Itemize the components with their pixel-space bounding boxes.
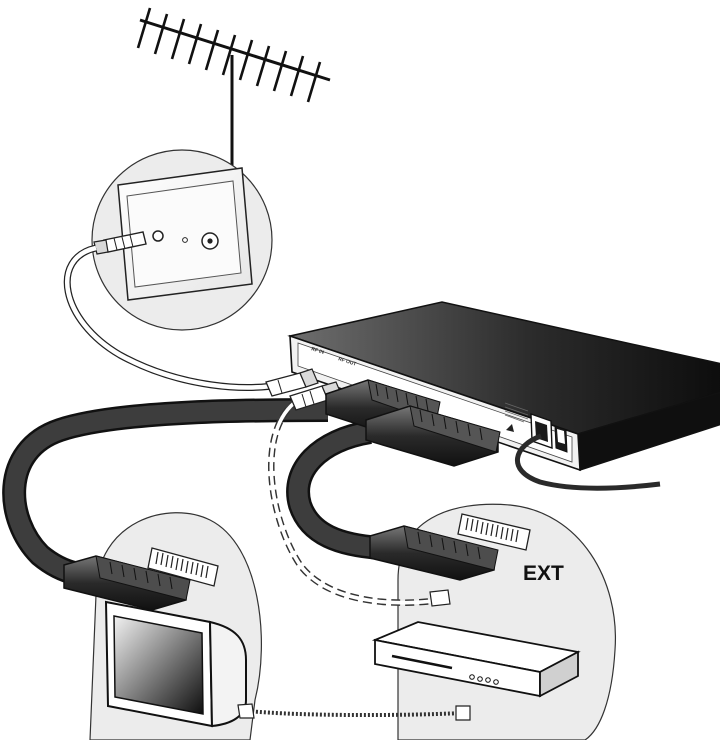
tv-inset — [89, 512, 262, 741]
tv-set — [104, 600, 247, 728]
power-switch — [554, 425, 568, 453]
coax-plug-rf-in — [265, 368, 319, 397]
rf-out-label: RF OUT — [337, 356, 357, 367]
recorder-scart-socket — [457, 513, 531, 551]
scart-plug-recorder-end — [369, 525, 499, 581]
receiver-rating-label — [504, 402, 529, 432]
rf-in-label: RF IN — [310, 346, 325, 356]
power-cord — [515, 433, 661, 491]
tv-screen — [113, 615, 204, 715]
socket-hole-tv — [152, 230, 164, 242]
tv-scart-socket — [147, 547, 219, 587]
scart-plug-recorder-receiver — [365, 405, 501, 467]
warning-triangle-icon — [506, 424, 514, 432]
ext-label: EXT — [523, 562, 564, 585]
antenna — [136, 7, 331, 170]
coax-plug-wall — [93, 231, 147, 255]
scart-plug-tv-end — [63, 555, 191, 611]
wall-socket-inset — [91, 149, 273, 331]
coax-cable-tv-recorder — [237, 703, 471, 721]
recorder-device — [371, 621, 581, 698]
